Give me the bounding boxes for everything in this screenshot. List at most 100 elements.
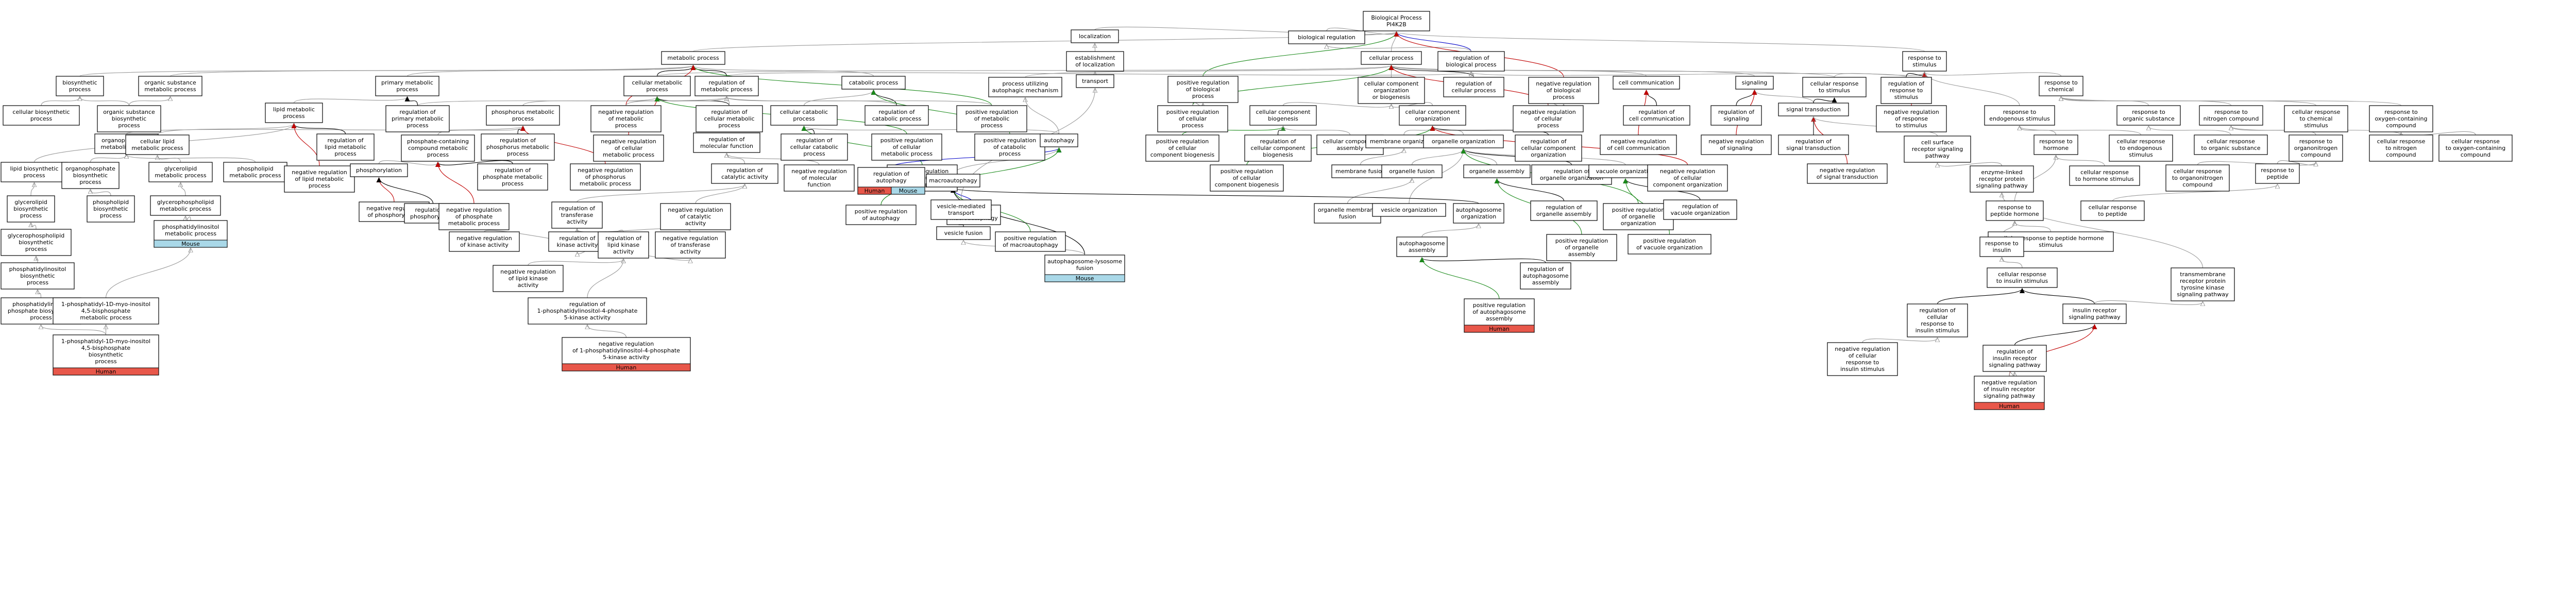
go-term-macroautophagy[interactable]: macroautophagy: [926, 174, 980, 188]
go-term-memb-fusion[interactable]: membrane fusion: [1331, 164, 1389, 178]
go-term-localization[interactable]: localization: [1071, 29, 1119, 43]
go-term-phosphorylation[interactable]: phosphorylation: [350, 163, 408, 177]
go-term-signaling[interactable]: signaling: [1735, 76, 1774, 90]
go-term-catab[interactable]: catabolic process: [841, 76, 906, 90]
go-term-ip-met[interactable]: 1-phosphatidyl-1D-myo-inositol4,5-bispho…: [53, 297, 159, 325]
go-term-transport[interactable]: transport: [1076, 74, 1114, 88]
go-term-cell-comm[interactable]: cell communication: [1613, 76, 1680, 90]
go-term-organelle-fusion[interactable]: organelle fusion: [1381, 164, 1443, 178]
go-term-organelle-assembly[interactable]: organelle assembly: [1463, 164, 1531, 178]
go-term-vesicle-fusion[interactable]: vesicle fusion: [936, 226, 991, 240]
go-term-cellproc[interactable]: cellular process: [1361, 51, 1422, 65]
go-term-organelle-org[interactable]: organelle organization: [1423, 134, 1504, 148]
